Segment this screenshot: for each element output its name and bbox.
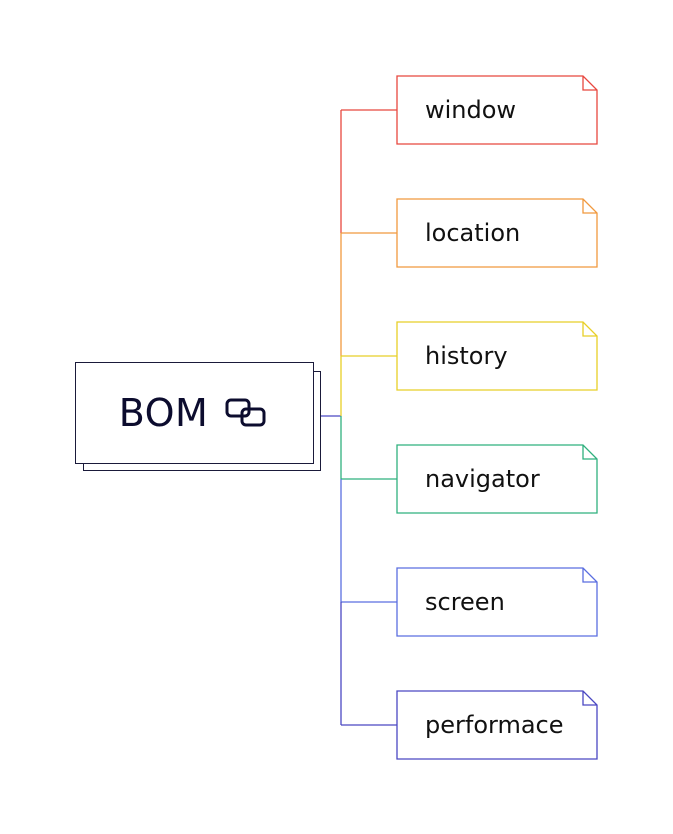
child-node-location[interactable] [396, 198, 598, 268]
child-node-screen[interactable] [396, 567, 598, 637]
root-node-label: BOM [118, 391, 209, 435]
linked-copy-icon [225, 398, 266, 427]
child-node-label-navigator: navigator [425, 465, 540, 493]
child-node-label-performace: performace [425, 711, 564, 739]
child-node-history[interactable] [396, 321, 598, 391]
child-node-label-location: location [425, 219, 521, 247]
root-node[interactable]: BOM [75, 362, 314, 464]
child-node-performace[interactable] [396, 690, 598, 760]
child-node-window[interactable] [396, 75, 598, 145]
child-node-label-window: window [425, 96, 517, 124]
child-node-navigator[interactable] [396, 444, 598, 514]
child-node-label-history: history [425, 342, 508, 370]
child-node-label-screen: screen [425, 588, 505, 616]
